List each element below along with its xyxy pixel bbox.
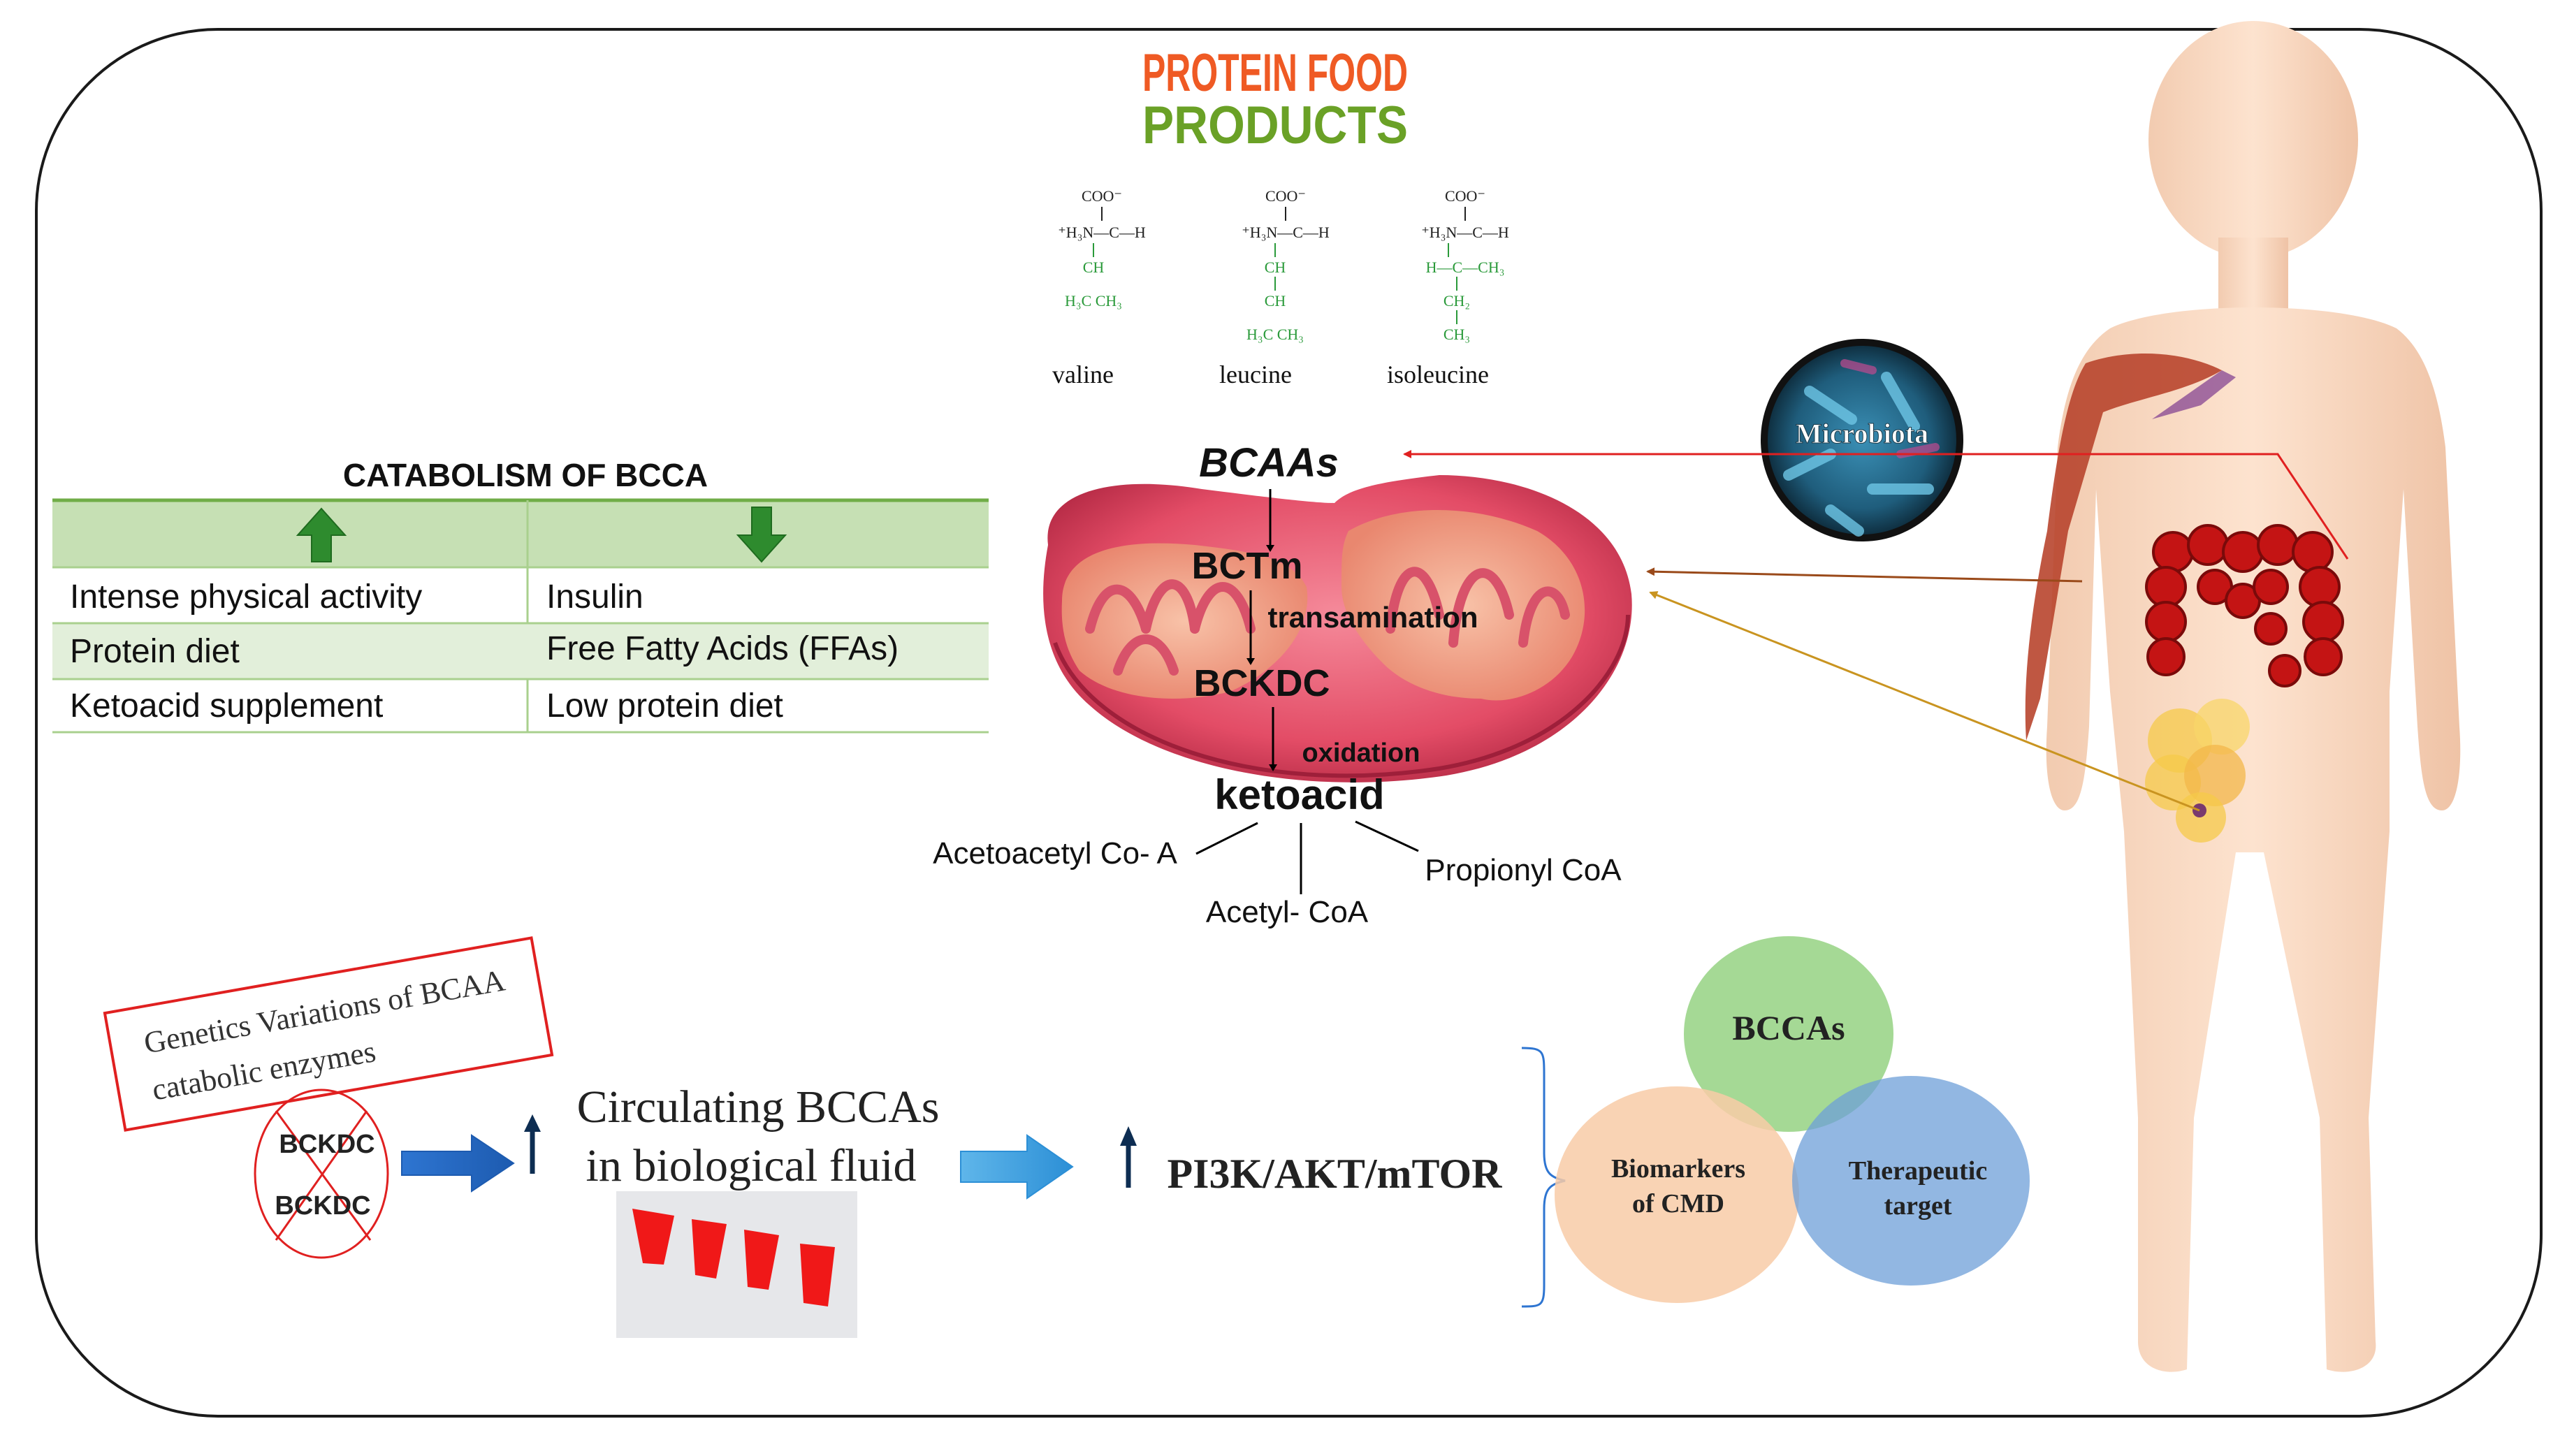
venn-diagram: BCCAs Biomarkers of CMD Therapeutic targ… xyxy=(1555,936,2030,1303)
increase-arrow-icon xyxy=(296,507,347,562)
bckdc-label: BCKDC xyxy=(1194,662,1330,704)
transamination-label: transamination xyxy=(1267,601,1478,634)
venn-label-therapeutic-1: Therapeutic xyxy=(1849,1156,1987,1186)
venn-label-biomarkers-2: of CMD xyxy=(1632,1189,1724,1218)
table-cell: Low protein diet xyxy=(546,687,783,725)
amino-acid-valine: COO⁻ ⁺H₃N—C—H CH H₃C CH₃ valine xyxy=(1052,187,1146,388)
mitochondrion-illustration xyxy=(1043,475,1632,782)
amino-acid-leucine: COO⁻ ⁺H₃N—C—H CH CH H₃C CH₃ leucine xyxy=(1219,187,1330,388)
venn-circle-biomarkers xyxy=(1555,1086,1799,1303)
table-cell: Intense physical activity xyxy=(70,578,422,616)
valine-side1: CH xyxy=(1083,259,1105,276)
venn-label-biomarkers-1: Biomarkers xyxy=(1611,1154,1745,1184)
bctm-label: BCTm xyxy=(1192,545,1303,587)
arrow-microbiota-to-bcaas xyxy=(1403,450,2349,560)
isoleucine-side2: CH₂ xyxy=(1444,292,1470,310)
arrow-adipose-to-mitochondrion xyxy=(1649,591,2200,812)
decrease-arrow-icon xyxy=(736,507,787,563)
ketoacid-label: ketoacid xyxy=(1214,771,1384,818)
valine-side2: H₃C CH₃ xyxy=(1065,292,1122,310)
table-cell: Free Fatty Acids (FFAs) xyxy=(546,630,899,667)
oxidation-label: oxidation xyxy=(1302,738,1420,768)
crossed-bckdc-top: BCKDC xyxy=(279,1130,374,1159)
leucine-side3: H₃C CH₃ xyxy=(1246,326,1304,343)
intestine-illustration xyxy=(2145,524,2344,687)
amino-acid-isoleucine: COO⁻ ⁺H₃N—C—H H—C—CH₃ CH₂ CH₃ isoleucine xyxy=(1387,187,1509,388)
leucine-label: leucine xyxy=(1219,361,1292,388)
bckdc-deficiency-symbol: BCKDC BCKDC xyxy=(254,1089,389,1259)
arrow-muscle-to-mitochondrion xyxy=(1646,567,2083,583)
flow-arrow-1 xyxy=(401,1134,515,1193)
valine-backbone: ⁺H₃N—C—H xyxy=(1058,224,1146,241)
branch-right xyxy=(1355,820,1419,852)
adipose-tissue-illustration xyxy=(2145,699,2250,843)
genetics-box: Genetics Variations of BCAA catabolic en… xyxy=(103,936,554,1132)
leucine-side2: CH xyxy=(1265,292,1286,310)
valine-coo: COO⁻ xyxy=(1082,187,1122,205)
flow-arrow-2 xyxy=(960,1134,1074,1200)
leucine-backbone: ⁺H₃N—C—H xyxy=(1242,224,1330,241)
isoleucine-side1: H—C—CH₃ xyxy=(1426,259,1505,276)
pathway-label: PI3K/AKT/mTOR xyxy=(1168,1151,1503,1197)
isoleucine-side3: CH₃ xyxy=(1444,326,1470,343)
sample-tubes-photo xyxy=(616,1191,857,1338)
table-cell: Insulin xyxy=(546,578,643,616)
leucine-side1: CH xyxy=(1265,259,1286,276)
microbiota-badge: Microbiota xyxy=(1761,339,1963,541)
propionyl-coa-label: Propionyl CoA xyxy=(1425,853,1622,887)
catabolism-table: CATABOLISM OF BCCA Intense physical acti… xyxy=(52,457,989,734)
header-line2: PRODUCTS xyxy=(1142,96,1408,155)
leucine-coo: COO⁻ xyxy=(1265,187,1306,205)
microbiota-label: Microbiota xyxy=(1796,418,1928,449)
circulating-line1: Circulating BCCAs xyxy=(577,1082,940,1133)
acetoacetyl-coa-label: Acetoacetyl Co- A xyxy=(933,836,1177,871)
branch-left xyxy=(1195,822,1258,855)
crossed-bckdc-bottom: BCKDC xyxy=(275,1191,370,1221)
venn-label-therapeutic-2: target xyxy=(1884,1191,1951,1221)
isoleucine-backbone: ⁺H₃N—C—H xyxy=(1421,224,1509,241)
table-cell: Protein diet xyxy=(70,633,240,670)
table-header-row xyxy=(52,500,989,567)
venn-circle-bccas xyxy=(1684,936,1893,1132)
circulating-line2: in biological fluid xyxy=(586,1140,917,1191)
human-body-illustration xyxy=(2025,21,2461,1372)
acetyl-coa-label: Acetyl- CoA xyxy=(1206,895,1369,929)
table-row-shade xyxy=(52,623,989,679)
venn-label-bccas: BCCAs xyxy=(1732,1008,1845,1047)
venn-circle-therapeutic xyxy=(1792,1076,2030,1286)
isoleucine-coo: COO⁻ xyxy=(1445,187,1485,205)
valine-label: valine xyxy=(1052,361,1114,388)
table-title: CATABOLISM OF BCCA xyxy=(343,457,708,493)
frame-border xyxy=(35,28,2543,1418)
isoleucine-label: isoleucine xyxy=(1387,361,1489,388)
bcaas-label: BCAAs xyxy=(1199,440,1339,486)
table-cell: Ketoacid supplement xyxy=(70,687,383,725)
header-line1: PROTEIN FOOD xyxy=(1142,43,1408,103)
